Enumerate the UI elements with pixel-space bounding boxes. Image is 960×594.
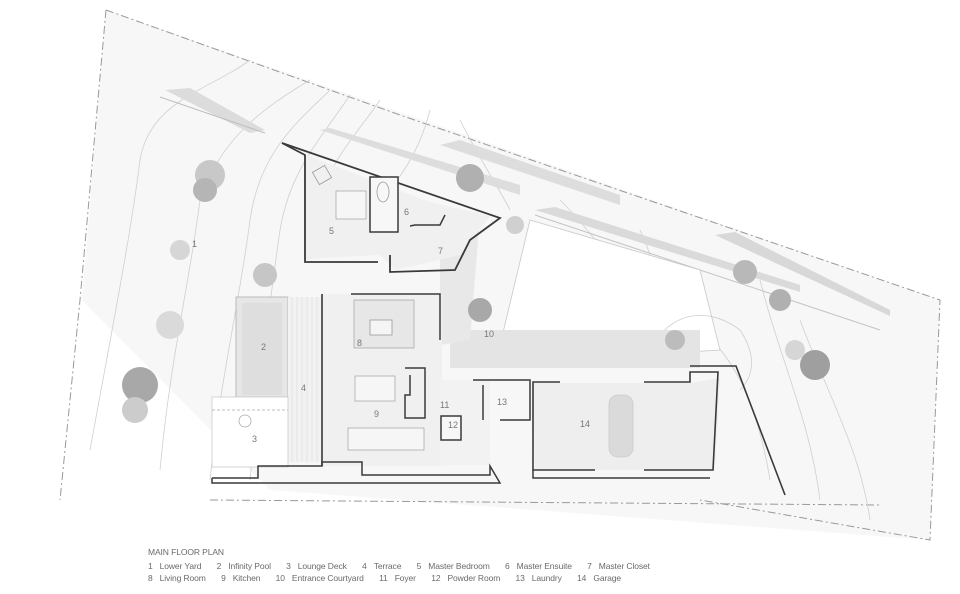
room-label-8: 8 xyxy=(357,338,362,348)
room-label-1: 1 xyxy=(192,239,197,249)
room-label-9: 9 xyxy=(374,409,379,419)
room-label-3: 3 xyxy=(252,434,257,444)
room-label-6: 6 xyxy=(404,207,409,217)
room-label-4: 4 xyxy=(301,383,306,393)
room-labels: 1 2 3 4 5 6 7 8 9 10 11 12 13 14 xyxy=(192,207,590,444)
room-label-13: 13 xyxy=(497,397,507,407)
plan-title: MAIN FLOOR PLAN xyxy=(148,547,224,557)
room-label-10: 10 xyxy=(484,329,494,339)
room-label-2: 2 xyxy=(261,342,266,352)
room-label-14: 14 xyxy=(580,419,590,429)
pool-terrace xyxy=(211,296,322,468)
building xyxy=(211,142,786,496)
room-label-7: 7 xyxy=(438,246,443,256)
room-label-11: 11 xyxy=(440,400,449,410)
room-label-5: 5 xyxy=(329,226,334,236)
room-label-12: 12 xyxy=(448,420,458,430)
trees xyxy=(122,160,830,423)
